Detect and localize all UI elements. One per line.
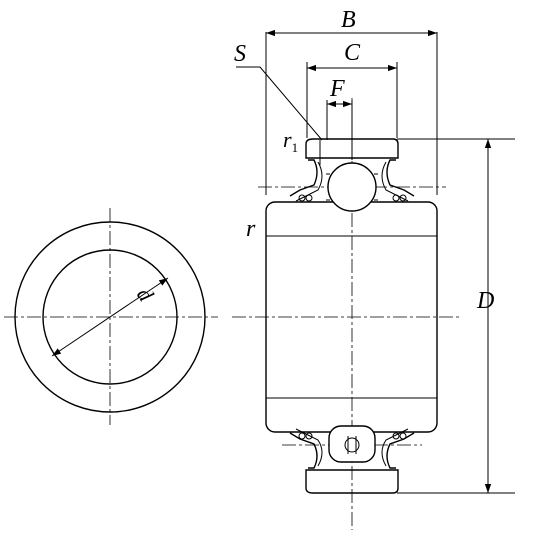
upper-right-seal-bead [399,194,407,202]
upper-right-seal-lip [381,161,409,202]
lower-right-seal-bead [399,432,407,440]
lower-cage [328,425,376,463]
label-B: B [341,7,356,33]
lower-right-seal-bead [392,432,400,440]
lower-left-seal-lip [295,428,323,467]
upper-ball [327,162,377,212]
lower-ball [344,437,360,453]
section-view [232,29,515,530]
lower-outer-ring [305,469,399,494]
s-leader-line [236,66,323,141]
upper-outer-ring [305,138,399,159]
label-S: S [234,41,246,67]
upper-right-seal-bead [392,194,400,202]
upper-right-seal [386,159,415,197]
label-C: C [344,40,361,66]
upper-left-seal-bead [305,194,313,202]
label-r1: r1 [283,127,298,155]
label-r1-subscript: 1 [292,140,299,155]
upper-left-seal-lip [295,161,323,202]
upper-left-seal-bead [298,194,306,202]
label-r: r [246,216,256,242]
label-d: d [132,283,159,307]
lower-right-seal-lip [381,428,409,467]
label-r1-base: r [283,127,292,152]
lower-right-seal [386,432,415,469]
lower-left-seal-bead [298,432,306,440]
label-D: D [476,288,494,314]
lower-left-seal [289,432,318,469]
upper-left-seal [289,159,318,197]
bore-diameter-arrow [51,277,169,357]
upper-cage [326,173,378,201]
lower-left-seal-bead [305,432,313,440]
label-F: F [329,76,345,102]
end-view [4,208,218,425]
